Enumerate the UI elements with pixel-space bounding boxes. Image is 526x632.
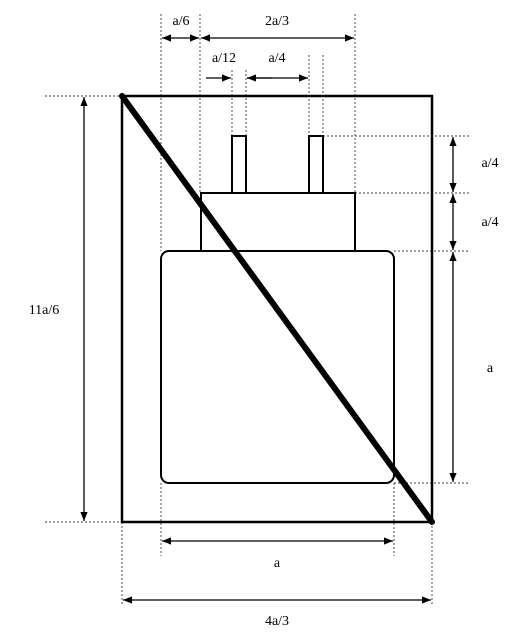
label-a4-top: a/4: [268, 51, 285, 66]
top-extension-lines: [160, 14, 356, 251]
label-a4-right-1: a/4: [481, 156, 498, 171]
charger-body: [160, 250, 395, 484]
left-pin: [231, 135, 247, 194]
label-a12: a/12: [212, 51, 236, 66]
label-a4-right-2: a/4: [481, 215, 498, 230]
label-a-right: a: [487, 361, 494, 376]
plug-neck: [200, 192, 356, 252]
left-extension-lines: [45, 95, 122, 523]
outer-box: [120, 94, 434, 524]
label-a-bottom: a: [274, 556, 281, 571]
bottom-extension-lines: [121, 483, 433, 606]
diagonal-line: [119, 93, 435, 525]
label-a6: a/6: [172, 14, 189, 29]
right-extension-lines: [323, 135, 470, 484]
label-2a3: 2a/3: [265, 14, 289, 29]
label-4a3: 4a/3: [265, 614, 289, 629]
right-pin: [308, 135, 324, 194]
label-11a6: 11a/6: [29, 303, 60, 318]
